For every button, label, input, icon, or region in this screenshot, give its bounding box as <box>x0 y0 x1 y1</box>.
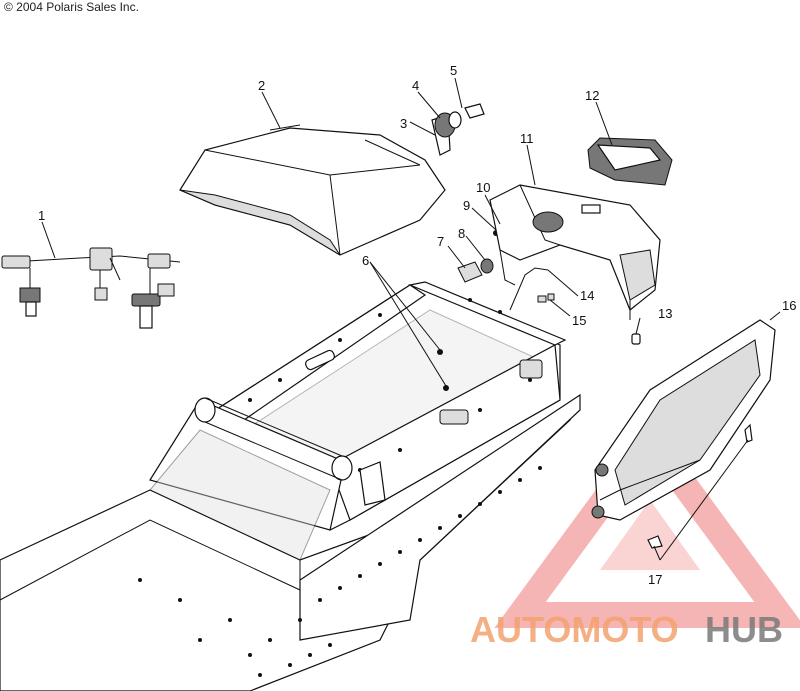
leader-lines <box>41 77 781 561</box>
callout-17: 17 <box>648 572 662 587</box>
tail-light-part <box>587 137 673 186</box>
watermark-part1: AUTOMOTO <box>470 609 679 650</box>
callout-4: 4 <box>412 78 419 93</box>
callout-1: 1 <box>38 208 45 223</box>
rear-housing-part <box>489 184 661 320</box>
callout-16: 16 <box>782 298 796 313</box>
screw-part <box>647 423 753 549</box>
watermark-text: AUTOMOTO HUB <box>470 609 783 650</box>
callout-13: 13 <box>658 306 672 321</box>
wire-harness-part <box>1 247 181 329</box>
callout-7: 7 <box>437 234 444 249</box>
callout-11: 11 <box>520 131 534 146</box>
callout-5: 5 <box>450 63 457 78</box>
callout-labels: 1 2 3 4 5 6 7 8 9 10 11 12 13 14 15 16 1… <box>38 63 796 587</box>
callout-14: 14 <box>580 288 594 303</box>
callout-12: 12 <box>585 88 599 103</box>
copyright-text: © 2004 Polaris Sales Inc. <box>4 0 139 14</box>
rivets <box>138 466 542 677</box>
rear-small-parts <box>509 267 641 345</box>
storage-box <box>198 281 567 531</box>
callout-3: 3 <box>400 116 407 131</box>
callout-8: 8 <box>458 226 465 241</box>
watermark-logo <box>494 416 800 628</box>
callout-15: 15 <box>572 313 586 328</box>
side-panel-part <box>591 319 776 521</box>
tunnel-chassis <box>0 393 581 691</box>
seat-front <box>149 397 353 561</box>
callout-2: 2 <box>258 78 265 93</box>
lock-parts <box>431 103 485 156</box>
seat-lid-part <box>179 124 446 256</box>
callout-9: 9 <box>463 198 470 213</box>
watermark-part2: HUB <box>705 609 783 650</box>
callout-6: 6 <box>362 253 369 268</box>
callout-10: 10 <box>476 180 490 195</box>
